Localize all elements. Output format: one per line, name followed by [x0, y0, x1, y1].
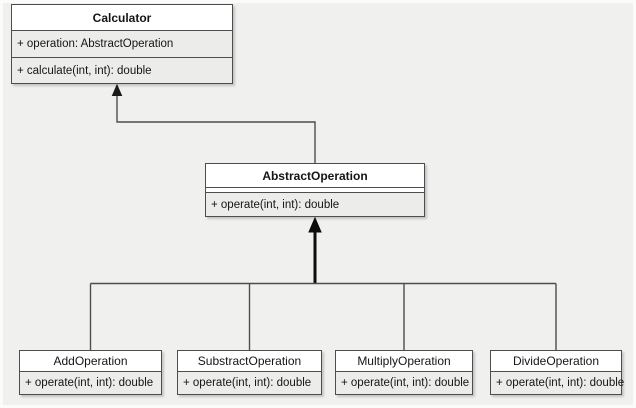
- class-multiplyoperation-title: MultiplyOperation: [336, 351, 472, 372]
- generalization-arrowhead-icon: [111, 83, 123, 96]
- class-divideoperation-title: DivideOperation: [491, 351, 621, 372]
- class-abstractoperation-method: + operate(int, int): double: [211, 198, 340, 211]
- generalization-arrowhead-bold-icon: [308, 216, 322, 233]
- class-substractoperation-title: SubstractOperation: [178, 351, 321, 372]
- class-abstractoperation: AbstractOperation + operate(int, int): d…: [205, 163, 425, 217]
- class-calculator-attribute: + operation: AbstractOperation: [12, 31, 232, 58]
- class-addoperation-title: AddOperation: [20, 351, 161, 372]
- class-multiplyoperation-method: + operate(int, int): double: [341, 377, 470, 389]
- class-calculator-method: + calculate(int, int): double: [17, 64, 152, 77]
- class-abstractoperation-empty-attributes: [206, 188, 424, 193]
- class-abstractoperation-title: AbstractOperation: [206, 164, 424, 188]
- class-addoperation: AddOperation + operate(int, int): double: [19, 350, 162, 395]
- class-substractoperation: SubstractOperation + operate(int, int): …: [177, 350, 322, 395]
- class-substractoperation-method: + operate(int, int): double: [183, 377, 312, 389]
- class-calculator-title: Calculator: [12, 5, 232, 31]
- class-addoperation-method: + operate(int, int): double: [25, 377, 154, 389]
- class-divideoperation: DivideOperation + operate(int, int): dou…: [490, 350, 625, 395]
- edge-abstractoperation-to-calculator: [116, 95, 316, 163]
- class-divideoperation-method: + operate(int, int): double: [496, 377, 625, 389]
- class-multiplyoperation: MultiplyOperation + operate(int, int): d…: [335, 350, 473, 395]
- class-calculator: Calculator + operation: AbstractOperatio…: [11, 4, 233, 84]
